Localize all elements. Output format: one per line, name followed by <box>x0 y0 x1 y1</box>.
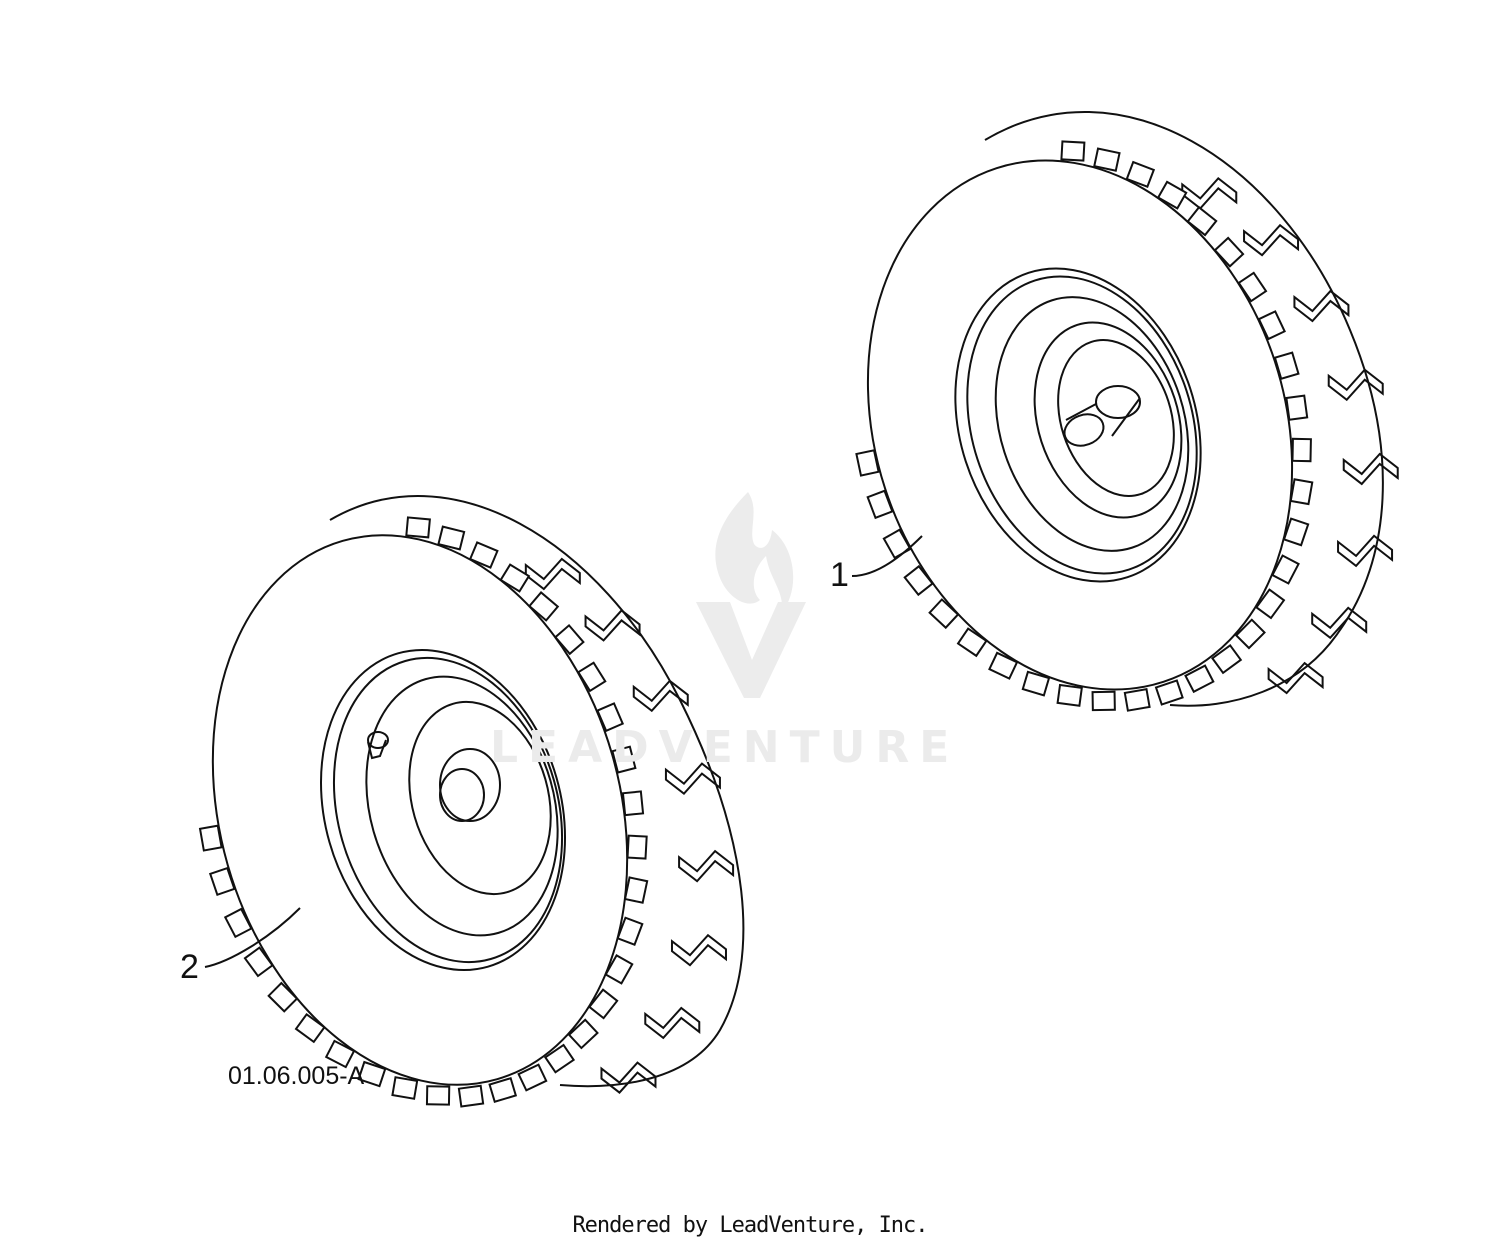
wheel-1-tread-lug <box>1154 679 1184 706</box>
wheel-2-tread-chevron <box>584 609 641 642</box>
wheel-1-axle-hub <box>1063 385 1141 447</box>
wheel-1-tread-lug <box>1123 688 1151 712</box>
wheel-2-rim-outer <box>319 648 567 972</box>
wheel-2-tread-lug <box>553 623 585 656</box>
wheel-2-sidewall <box>211 534 629 1086</box>
watermark-text: LEADVENTURE <box>490 722 960 773</box>
wheel-1-tread-lug <box>1184 664 1215 694</box>
wheel-2-tread-lug <box>488 1076 518 1104</box>
wheel-2-axle-hub <box>439 748 501 822</box>
wheel-2-tread-lug <box>243 946 274 978</box>
wheel-1-tread-lug <box>956 627 988 658</box>
wheel-2-tread-lug <box>621 790 645 817</box>
wheel-1-tread-lug <box>903 564 934 597</box>
wheel-2-rim-lip <box>332 656 564 964</box>
wheel-1-tread-lug <box>1282 517 1310 547</box>
wheel-1-tread-lug <box>988 651 1019 680</box>
wheel-1-tread-chevron <box>1311 606 1368 640</box>
wheel-2-tread-chevron <box>600 1061 657 1094</box>
wheel-2-valve-stem <box>367 731 389 760</box>
wheel-2-tread-chevron <box>632 679 689 713</box>
wheel-2-tread-lug <box>357 1060 387 1088</box>
wheel-1-tread-lug <box>1213 236 1245 268</box>
wheel-2-tread-lug <box>405 516 431 539</box>
wheel-1-tread-chevron <box>1327 368 1384 402</box>
wheel-1-tread-lug <box>1291 437 1312 463</box>
wheel-1-tread-lug <box>1234 618 1266 650</box>
wheel-1 <box>855 111 1399 712</box>
wheel-2-tread-lug <box>576 661 607 693</box>
wheel-2-tread-lug <box>294 1012 326 1044</box>
wheel-1-tread-chevron <box>1267 661 1324 695</box>
drawing-code: 01.06.005-A <box>228 1062 365 1090</box>
wheel-2-tread-lug <box>468 541 499 569</box>
wheel-1-tread-lug <box>1060 140 1086 162</box>
wheel-2-tread-lug <box>626 834 648 860</box>
wheel-1-tread-lug <box>1056 683 1083 707</box>
wheel-2-tire-back-edge <box>329 495 745 1088</box>
wheel-2-tread-chevron <box>664 762 721 795</box>
wheel-1-tread-lug <box>1271 554 1300 585</box>
wheel-2-tread-lug <box>517 1063 548 1092</box>
wheel-1-tread-chevron <box>1181 177 1238 210</box>
wheel-1-tire-back-edge <box>984 111 1384 707</box>
wheel-2-tread-lug <box>588 988 619 1020</box>
wheel-1-rim-outer <box>954 267 1202 583</box>
wheel-1-tread-lug <box>1021 670 1051 697</box>
wheel-2-tread-lug <box>324 1039 356 1069</box>
wheel-1-tread-chevron <box>1337 534 1394 568</box>
wheel-1-tread-lug <box>1289 478 1314 506</box>
wheel-2-tread-lug <box>623 876 649 904</box>
wheel-2 <box>198 495 745 1108</box>
wheel-2-tread-lug <box>596 702 625 733</box>
wheel-2-tread-lug <box>499 563 531 593</box>
wheel-2-tread-chevron <box>678 849 735 883</box>
wheel-1-rim-ring <box>994 296 1190 552</box>
wheel-1-tread-lug <box>1156 180 1188 210</box>
wheel-1-hub-ring <box>1033 321 1183 519</box>
wheel-1-tread-lug <box>1186 205 1218 237</box>
wheel-1-rim-lip <box>966 275 1198 575</box>
wheel-1-tread-lug <box>1091 690 1116 712</box>
wheel-1-sidewall <box>866 159 1294 691</box>
wheel-2-tread-lug <box>267 981 299 1013</box>
wheel-1-tread-lug <box>1255 588 1286 620</box>
wheel-2-tread-lug <box>616 916 644 946</box>
wheel-1-tread-lug <box>1237 271 1268 303</box>
wheel-2-rim-ring <box>365 675 559 937</box>
wheel-1-tread-chevron <box>1342 452 1399 486</box>
wheel-1-tread-chevron <box>1243 223 1300 257</box>
leadventure-logo-watermark <box>696 492 806 698</box>
wheel-1-tread-lug <box>1211 643 1243 675</box>
wheel-2-tread-lug <box>223 907 253 939</box>
wheel-2-tread-lug <box>391 1076 419 1100</box>
wheel-2-tread-chevron <box>644 1006 701 1040</box>
wheel-2-hub-ring <box>408 700 552 896</box>
wheel-2-tread-lug <box>604 954 634 985</box>
wheel-2-tread-lug <box>567 1018 599 1050</box>
callout-1-leader <box>851 535 923 577</box>
wheel-1-tread-lug <box>1093 147 1121 172</box>
callout-1-label: 1 <box>830 556 849 594</box>
wheel-2-tread-lug <box>425 1085 451 1106</box>
wheel-1-tread-lug <box>1125 160 1156 189</box>
wheel-1-tread-lug <box>928 598 960 630</box>
callout-2-label: 2 <box>180 948 199 986</box>
wheel-2-tread-lug <box>543 1043 576 1074</box>
wheel-2-tread-chevron <box>524 557 581 591</box>
wheel-1-tread-lug <box>1285 394 1309 421</box>
wheel-2-tread-lug <box>457 1084 485 1108</box>
wheel-2-tread-chevron <box>670 933 727 967</box>
callout-2-leader <box>204 907 301 968</box>
wheel-2-tread-lug <box>437 525 466 551</box>
wheel-2-tread-lug <box>527 591 560 622</box>
render-credit: Rendered by LeadVenture, Inc. <box>572 1213 928 1238</box>
